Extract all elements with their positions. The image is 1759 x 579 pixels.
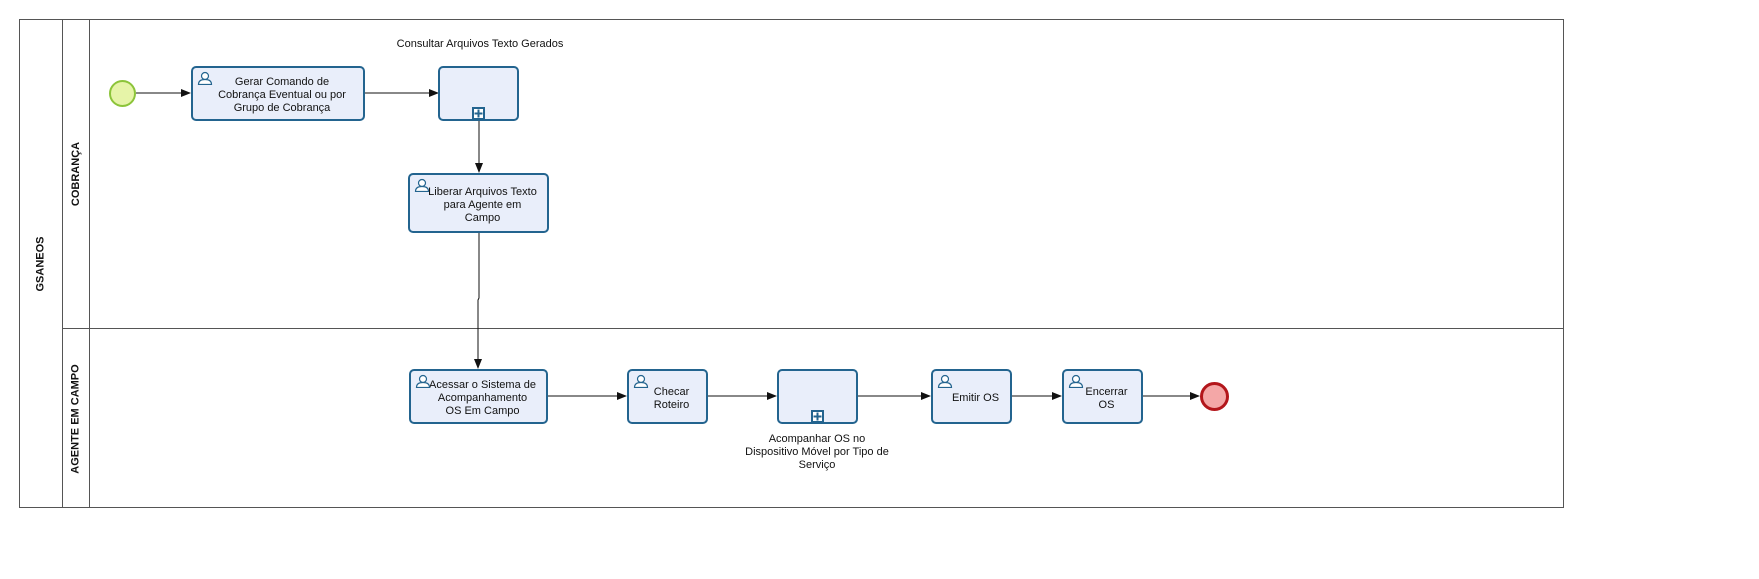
task-label: Liberar Arquivos Texto para Agente em Ca… bbox=[428, 185, 537, 224]
user-icon bbox=[937, 374, 953, 388]
task-checar-roteiro[interactable]: Checar Roteiro bbox=[627, 369, 708, 424]
lane-header-divider bbox=[89, 19, 90, 508]
task-emitir-os[interactable]: Emitir OS bbox=[931, 369, 1012, 424]
task-label: Encerrar OS bbox=[1085, 385, 1128, 411]
lane-separator bbox=[62, 328, 1564, 329]
subprocess-acompanhar[interactable] bbox=[777, 369, 858, 424]
task-label: Gerar Comando de Cobrança Eventual ou po… bbox=[218, 76, 346, 114]
user-icon bbox=[415, 374, 431, 388]
task-acessar-sistema[interactable]: Acessar o Sistema de Acompanhamento OS E… bbox=[409, 369, 548, 424]
plus-square-icon bbox=[471, 107, 485, 120]
user-icon bbox=[633, 374, 649, 388]
start-event[interactable] bbox=[109, 80, 136, 107]
end-event[interactable] bbox=[1200, 382, 1229, 411]
plus-square-icon bbox=[810, 410, 824, 423]
flow-liberar-acessar bbox=[474, 233, 482, 369]
subprocess-label-acompanhar: Acompanhar OS no Dispositivo Móvel por T… bbox=[745, 433, 889, 471]
task-gerar-comando[interactable]: Gerar Comando de Cobrança Eventual ou po… bbox=[191, 66, 365, 121]
subprocess-consultar[interactable] bbox=[438, 66, 519, 121]
user-icon bbox=[414, 178, 430, 192]
task-encerrar-os[interactable]: Encerrar OS bbox=[1062, 369, 1143, 424]
user-icon bbox=[1068, 374, 1084, 388]
task-label: Emitir OS bbox=[951, 392, 1000, 404]
task-label: Acessar o Sistema de Acompanhamento OS E… bbox=[429, 379, 536, 417]
subprocess-label-consultar: Consultar Arquivos Texto Gerados bbox=[396, 38, 564, 50]
pool-gsaneos bbox=[19, 19, 1564, 508]
user-icon bbox=[197, 71, 213, 85]
task-label: Checar Roteiro bbox=[653, 385, 690, 411]
pool-header-divider bbox=[62, 19, 63, 508]
task-liberar-arquivos[interactable]: Liberar Arquivos Texto para Agente em Ca… bbox=[408, 173, 549, 233]
